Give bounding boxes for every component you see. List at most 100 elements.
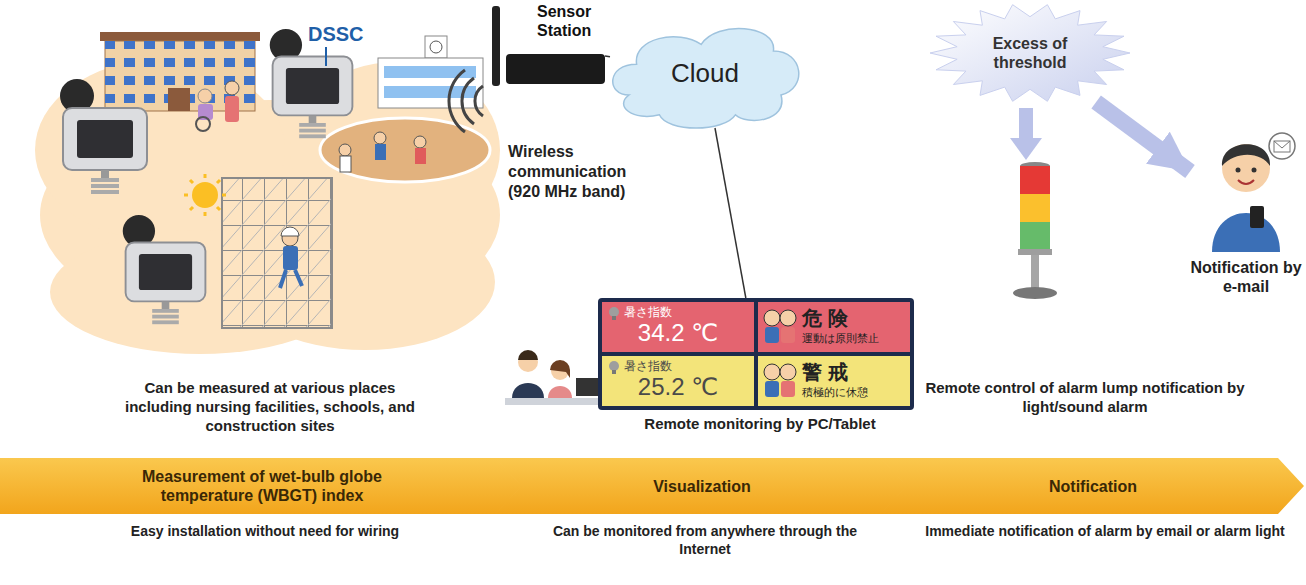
bulb-glass: [609, 307, 619, 317]
drawing-rect: [225, 96, 239, 122]
drawing-rect: [1274, 141, 1290, 152]
child-face: [764, 310, 780, 326]
email-recipient: Notification by e-mail: [1190, 118, 1302, 308]
radio-waves: [449, 70, 483, 132]
drawing-rect: [505, 398, 600, 405]
drawing-circle: [1222, 144, 1270, 192]
chev0-shape: [0, 458, 522, 514]
level-panel: 危険運動は原則禁止: [758, 302, 910, 352]
drawing-ellipse: [320, 118, 490, 182]
node-text: Measurement of wet-bulb globe temperatur…: [112, 467, 412, 505]
node-text: Cloud: [671, 58, 739, 89]
level-panel: 警戒積極的に休憩: [758, 356, 910, 406]
drawing-path: [462, 78, 474, 124]
drawing-rect: [425, 36, 447, 58]
drawing-path: [518, 350, 538, 360]
link-line: [715, 128, 746, 298]
bulb-glass: [609, 361, 619, 371]
child-body: [765, 327, 779, 343]
burst-outline: [930, 5, 1130, 102]
node-text: 警戒: [802, 359, 904, 385]
drawing-rect: [1020, 194, 1050, 222]
drawing-path: [1019, 108, 1033, 140]
drawing-use: [270, 29, 353, 138]
child-body: [781, 381, 795, 397]
child-body: [765, 381, 779, 397]
drawing-rect: [1018, 249, 1052, 255]
child-face: [780, 310, 796, 326]
operators-at-pc: [505, 350, 600, 405]
caption: Remote control of alarm lump notificatio…: [905, 378, 1265, 416]
chevron-outline: [0, 458, 522, 514]
node-subtext: 運動は原則禁止: [802, 331, 904, 345]
drawing-path: [550, 360, 570, 378]
node-text: Sensor Station: [537, 0, 603, 40]
stage-chevron: Measurement of wet-bulb globe temperatur…: [0, 458, 522, 514]
station-box: [506, 54, 605, 84]
child-face: [764, 364, 780, 380]
note: Can be monitored from anywhere through t…: [540, 522, 870, 558]
drawing-rect: [283, 246, 298, 270]
drawing-circle: [192, 182, 218, 208]
drawing-path: [1274, 141, 1290, 148]
drawing-rect: [415, 148, 426, 164]
node-subtext: 25.2 ℃: [608, 373, 748, 401]
drawing-circle: [198, 89, 212, 103]
bulb-base: [612, 370, 616, 374]
node-text: Notification: [1049, 477, 1137, 496]
elderly-people: [196, 81, 239, 131]
drawing-path: [184, 174, 226, 216]
drawing-rect: [168, 88, 190, 111]
child-face: [780, 364, 796, 380]
person-with-phone: [1212, 133, 1295, 252]
callout-label: DSSC: [308, 22, 378, 47]
drawing-use: [123, 215, 206, 324]
leader-line: [325, 47, 327, 66]
drawing-rect: [375, 144, 386, 160]
drawing-circle: [339, 144, 351, 156]
drawing-use: [60, 79, 147, 194]
node-text: Visualization: [653, 477, 751, 496]
sensor-station: Sensor Station: [488, 0, 605, 92]
drawing-rect: [222, 178, 332, 328]
drawing-path: [280, 270, 302, 288]
drawing-circle: [374, 132, 386, 144]
threshold-burst: Excess of threshold: [930, 4, 1130, 102]
drawing-circle: [1252, 168, 1257, 173]
node-subtext: 34.2 ℃: [608, 319, 748, 347]
drawing-path: [475, 86, 483, 116]
drawing-circle: [1269, 133, 1295, 159]
link-line: [605, 55, 610, 57]
node-text: 暑さ指数: [608, 359, 748, 373]
node-subtext: 積極的に休憩: [802, 385, 904, 399]
index-panel: 暑さ指数25.2 ℃: [602, 356, 754, 406]
drawing-path: [1222, 144, 1270, 166]
monitor-screen: 暑さ指数34.2 ℃危険運動は原則禁止暑さ指数25.2 ℃警戒積極的に休憩: [598, 298, 914, 410]
child-body: [781, 327, 795, 343]
drawing-polygon: [1010, 138, 1042, 160]
drawing-ellipse: [1013, 287, 1057, 299]
drawing-path: [1238, 180, 1254, 184]
drawing-rect: [340, 156, 351, 172]
antenna: [492, 6, 500, 86]
drawing-rect: [1250, 206, 1264, 228]
node-text: 暑さ指数: [608, 305, 748, 319]
sensor-units: [60, 29, 352, 324]
caption: Remote monitoring by PC/Tablet: [615, 414, 905, 433]
node-text: Excess of threshold: [970, 34, 1090, 72]
stage-chevron: Visualization: [495, 458, 907, 514]
drawing-circle: [414, 136, 426, 148]
drawing-path: [281, 227, 299, 236]
drawing-rect: [1031, 255, 1039, 291]
drawing-circle: [225, 81, 239, 95]
caption: Can be measured at various places includ…: [110, 378, 430, 435]
drawing-rect: [1020, 222, 1050, 249]
drawing-path: [548, 386, 572, 398]
drawing-rect: [576, 378, 598, 396]
chevron-outline: [495, 458, 907, 514]
note: Immediate notification of alarm by email…: [925, 522, 1285, 540]
flow-arrow: [1096, 102, 1190, 172]
cloud-node: Cloud: [610, 18, 800, 128]
drawing-circle: [430, 41, 442, 53]
